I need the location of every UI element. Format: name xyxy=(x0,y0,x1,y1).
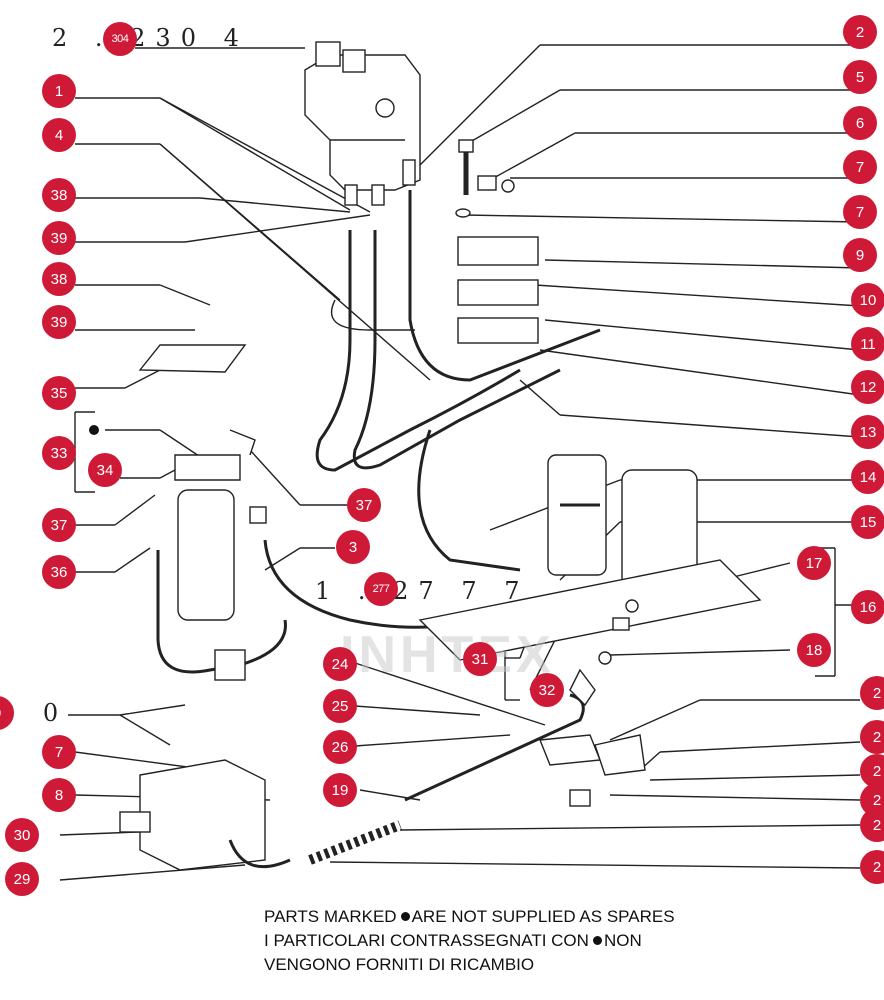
spares-note: PARTS MARKED ARE NOT SUPPLIED AS SPARES I… xyxy=(264,905,764,977)
callout-2[interactable]: 2 xyxy=(843,15,877,49)
note-line2-b: NON xyxy=(603,931,642,950)
callout-2-right-a[interactable]: 2 xyxy=(860,676,884,710)
callout-7[interactable]: 7 xyxy=(42,735,76,769)
callout-2-right-e[interactable]: 2 xyxy=(860,808,884,842)
callout-35[interactable]: 35 xyxy=(42,376,76,410)
callout-6[interactable]: 6 xyxy=(843,106,877,140)
callout-4[interactable]: 4 xyxy=(42,118,76,152)
callout-1[interactable]: 1 xyxy=(42,74,76,108)
callout-2-right-b[interactable]: 2 xyxy=(860,720,884,754)
note-line1-b: ARE NOT SUPPLIED AS SPARES xyxy=(411,907,675,926)
callout-2-right-c[interactable]: 2 xyxy=(860,754,884,788)
callout-0-left[interactable]: 0 xyxy=(0,696,14,730)
callout-36[interactable]: 36 xyxy=(42,555,76,589)
callout-37[interactable]: 37 xyxy=(42,508,76,542)
callout-25[interactable]: 25 xyxy=(323,689,357,723)
callout-37[interactable]: 37 xyxy=(347,488,381,522)
callout-26[interactable]: 26 xyxy=(323,730,357,764)
ref-code-top: 2 . 230 4 xyxy=(52,24,249,52)
callout-7[interactable]: 7 xyxy=(843,195,877,229)
note-line3: VENGONO FORNITI DI RICAMBIO xyxy=(264,955,535,974)
callout-11[interactable]: 11 xyxy=(851,327,884,361)
callout-38[interactable]: 38 xyxy=(42,178,76,212)
callout-18[interactable]: 18 xyxy=(797,633,831,667)
callout-29[interactable]: 29 xyxy=(5,862,39,896)
not-supplied-marker xyxy=(89,425,99,435)
callout-12[interactable]: 12 xyxy=(851,370,884,404)
callout-2-right-f[interactable]: 2 xyxy=(860,850,884,884)
callout-39[interactable]: 39 xyxy=(42,305,76,339)
callout-30[interactable]: 30 xyxy=(5,818,39,852)
callout-24[interactable]: 24 xyxy=(323,647,357,681)
callout-31[interactable]: 31 xyxy=(463,642,497,676)
callout-19[interactable]: 19 xyxy=(323,773,357,807)
callout-17[interactable]: 17 xyxy=(797,546,831,580)
callout-16[interactable]: 16 xyxy=(851,590,884,624)
callout-277[interactable]: 277 xyxy=(364,572,398,606)
callout-3[interactable]: 3 xyxy=(336,530,370,564)
ref-code-mid: 1 . 27 7 7 xyxy=(315,577,530,605)
callout-8[interactable]: 8 xyxy=(42,778,76,812)
callout-34[interactable]: 34 xyxy=(88,453,122,487)
note-line1-a: PARTS MARKED xyxy=(264,907,397,926)
callout-13[interactable]: 13 xyxy=(851,415,884,449)
bullet-icon xyxy=(592,935,602,945)
callout-33[interactable]: 33 xyxy=(42,436,76,470)
callout-5[interactable]: 5 xyxy=(843,60,877,94)
callout-304[interactable]: 304 xyxy=(103,22,137,56)
watermark: INHTEX xyxy=(340,626,555,684)
callout-32[interactable]: 32 xyxy=(530,673,564,707)
callout-15[interactable]: 15 xyxy=(851,505,884,539)
bullet-icon xyxy=(400,911,410,921)
note-line2-a: I PARTICOLARI CONTRASSEGNATI CON xyxy=(264,931,589,950)
callout-10[interactable]: 10 xyxy=(851,283,884,317)
callout-38[interactable]: 38 xyxy=(42,262,76,296)
callout-9[interactable]: 9 xyxy=(843,238,877,272)
callout-39[interactable]: 39 xyxy=(42,221,76,255)
callout-14[interactable]: 14 xyxy=(851,460,884,494)
callout-7[interactable]: 7 xyxy=(843,150,877,184)
